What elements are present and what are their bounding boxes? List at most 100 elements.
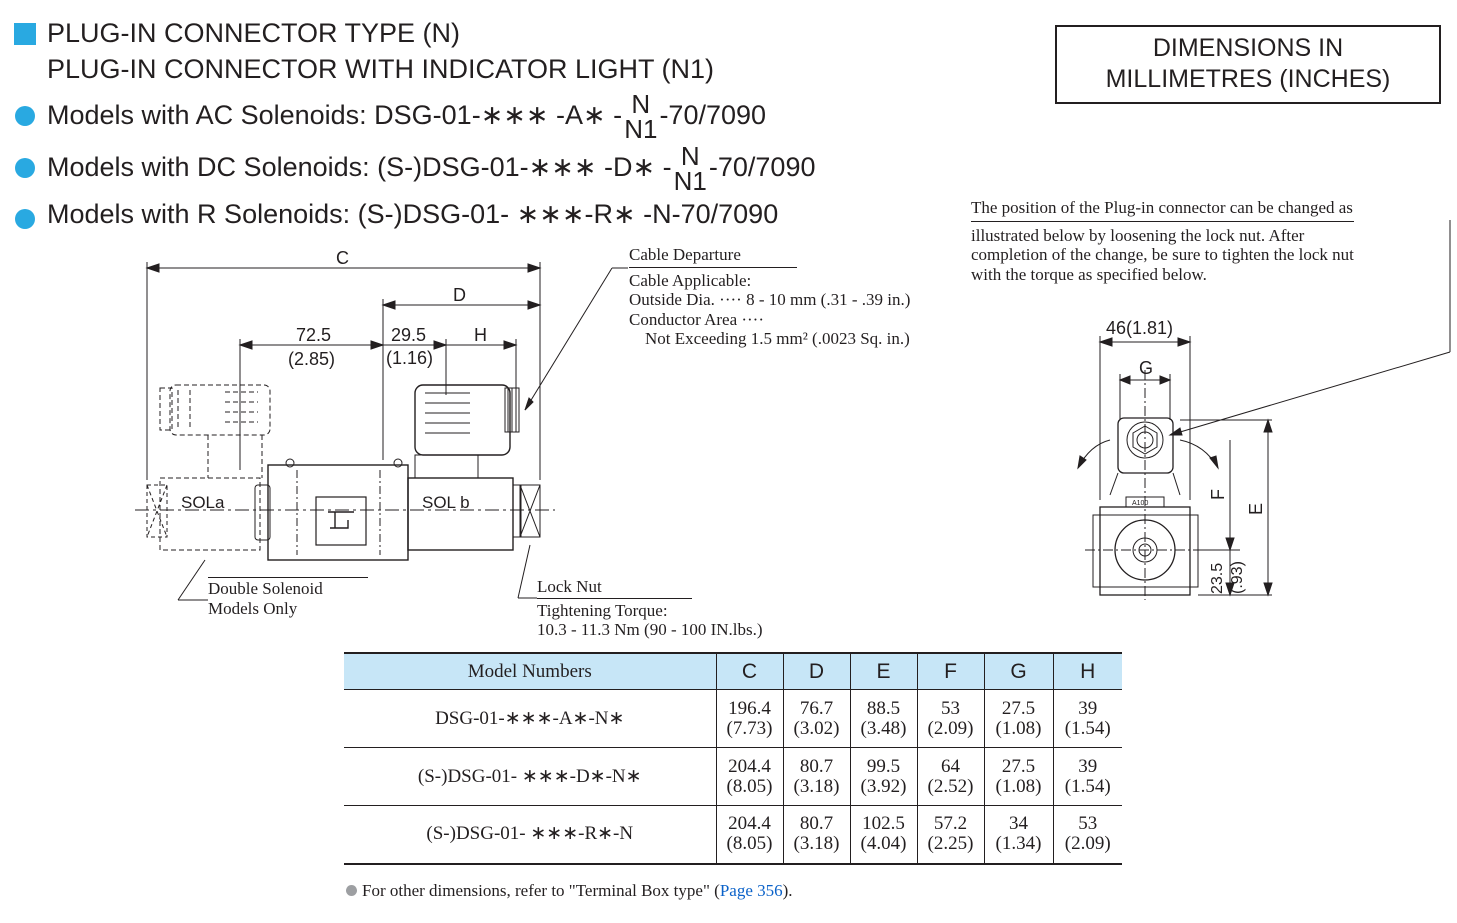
table-row: (S-)DSG-01- ∗∗∗-D∗-N∗ 204.4(8.05) 80.7(3… xyxy=(344,747,1122,806)
value-cell: 80.7(3.18) xyxy=(782,747,850,806)
value-in: (3.48) xyxy=(860,717,907,739)
model-cell: (S-)DSG-01- ∗∗∗-D∗-N∗ xyxy=(417,765,642,787)
table-header-model: Model Numbers xyxy=(344,653,716,690)
cable-outside-dia: Outside Dia. ···· 8 - 10 mm (.31 - .39 i… xyxy=(629,290,911,310)
value-in: (8.05) xyxy=(726,775,773,797)
value-cell: 204.4(8.05) xyxy=(715,747,783,806)
page-356-link[interactable]: Page 356 xyxy=(719,881,783,900)
value-in: (8.05) xyxy=(726,833,773,855)
table-row: (S-)DSG-01- ∗∗∗-R∗-N 204.4(8.05) 80.7(3.… xyxy=(344,805,1122,864)
cable-conductor-area: Conductor Area ···· xyxy=(629,309,765,329)
value-in: (3.18) xyxy=(793,833,840,855)
value-mm: 27.5 xyxy=(1001,755,1036,777)
model-line-ac-suffix: -70/7090 xyxy=(659,99,767,130)
value-in: (2.09) xyxy=(927,717,974,739)
dimensions-box-line2: MILLIMETRES (INCHES) xyxy=(1105,65,1391,94)
dimensions-unit-box: DIMENSIONS IN MILLIMETRES (INCHES) xyxy=(1055,25,1441,104)
sol-b-label: SOL b xyxy=(422,493,470,512)
value-cell: 196.4(7.73) xyxy=(715,689,783,748)
value-mm: 196.4 xyxy=(728,697,771,719)
model-cell: DSG-01-∗∗∗-A∗-N∗ xyxy=(435,707,625,729)
bullet-dot-icon xyxy=(15,209,35,229)
value-in: (1.08) xyxy=(995,717,1042,739)
value-mm: 204.4 xyxy=(728,755,771,777)
position-note-line3: completion of the change, be sure to tig… xyxy=(971,245,1354,265)
dim-f-label: F xyxy=(1208,489,1228,500)
value-in: (2.09) xyxy=(1064,833,1111,855)
dim-725-label: 72.5 xyxy=(296,325,331,345)
value-cell: 53(2.09) xyxy=(916,689,984,748)
footer-note: For other dimensions, refer to "Terminal… xyxy=(346,881,793,901)
footer-bullet-icon xyxy=(346,885,357,896)
frac-top: N xyxy=(631,89,651,119)
value-cell: 76.7(3.02) xyxy=(782,689,850,748)
value-mm: 27.5 xyxy=(1001,697,1036,719)
value-cell: 102.5(4.04) xyxy=(849,805,917,864)
value-in: (2.52) xyxy=(927,775,974,797)
model-line-dc: Models with DC Solenoids: (S-)DSG-01-∗∗∗… xyxy=(47,141,816,196)
frac-bottom: N1 xyxy=(624,113,658,144)
value-in: (1.54) xyxy=(1064,717,1111,739)
value-cell: 27.5(1.08) xyxy=(983,747,1053,806)
double-solenoid-note: Double Solenoid Models Only xyxy=(208,577,368,618)
lock-nut-label: Lock Nut xyxy=(537,577,692,599)
value-cell: 39(1.54) xyxy=(1052,747,1122,806)
cable-not-exceeding: Not Exceeding 1.5 mm² (.0023 Sq. in.) xyxy=(645,329,910,349)
cable-applicable-label: Cable Applicable: xyxy=(629,270,752,290)
value-mm: 80.7 xyxy=(799,755,834,777)
double-solenoid-line1: Double Solenoid xyxy=(208,577,368,599)
tightening-torque-label: Tightening Torque: xyxy=(537,600,668,620)
section-title-line2: PLUG-IN CONNECTOR WITH INDICATOR LIGHT (… xyxy=(47,54,715,84)
value-mm: 57.2 xyxy=(933,813,968,835)
tightening-torque-value: 10.3 - 11.3 Nm (90 - 100 IN.lbs.) xyxy=(537,620,763,640)
value-cell: 88.5(3.48) xyxy=(849,689,917,748)
table-header-g: G xyxy=(983,653,1053,690)
value-mm: 53 xyxy=(1078,813,1098,835)
value-cell: 80.7(3.18) xyxy=(782,805,850,864)
position-note-line2: illustrated below by loosening the lock … xyxy=(971,225,1305,245)
model-line-ac-label: Models with AC Solenoids: DSG-01-∗∗∗ -A∗… xyxy=(47,99,623,130)
value-mm: 88.5 xyxy=(866,697,901,719)
value-cell: 204.4(8.05) xyxy=(715,805,783,864)
dim-285-label: (2.85) xyxy=(288,349,335,369)
dim-116-label: (1.16) xyxy=(386,348,433,368)
dim-46-label: 46(1.81) xyxy=(1106,318,1173,338)
table-header-e: E xyxy=(849,653,917,690)
dim-e-label: E xyxy=(1246,503,1266,515)
model-line-dc-suffix: -70/7090 xyxy=(708,151,816,182)
value-in: (3.92) xyxy=(860,775,907,797)
dimensions-table: Model Numbers C D E F G H DSG-01-∗∗∗-A∗-… xyxy=(344,652,1122,865)
table-row: DSG-01-∗∗∗-A∗-N∗ 196.4(7.73) 76.7(3.02) … xyxy=(344,689,1122,748)
value-cell: 57.2(2.25) xyxy=(916,805,984,864)
value-mm: 99.5 xyxy=(866,755,901,777)
table-header-d: D xyxy=(782,653,850,690)
value-mm: 102.5 xyxy=(862,813,905,835)
bullet-dot-icon xyxy=(15,106,35,126)
frac-top: N xyxy=(680,141,700,171)
dim-093-label: (.93) xyxy=(1229,561,1246,594)
frac-bottom: N1 xyxy=(673,165,707,196)
dim-235-label: 23.5 xyxy=(1209,563,1226,594)
value-cell: 64(2.52) xyxy=(916,747,984,806)
value-cell: 39(1.54) xyxy=(1052,689,1122,748)
model-cell: (S-)DSG-01- ∗∗∗-R∗-N xyxy=(426,823,634,845)
value-in: (3.02) xyxy=(793,717,840,739)
dim-d-label: D xyxy=(453,285,466,305)
value-in: (7.73) xyxy=(726,717,773,739)
cable-departure-label: Cable Departure xyxy=(629,245,797,268)
value-cell: 99.5(3.92) xyxy=(849,747,917,806)
position-note-line4: with the torque as specified below. xyxy=(971,264,1207,284)
value-mm: 34 xyxy=(1009,813,1028,835)
model-line-r: Models with R Solenoids: (S-)DSG-01- ∗∗∗… xyxy=(47,199,779,229)
table-header-c: C xyxy=(715,653,783,690)
position-note-line1: The position of the Plug-in connector ca… xyxy=(971,198,1354,222)
bullet-dot-icon xyxy=(15,158,35,178)
section-title-line1: PLUG-IN CONNECTOR TYPE (N) xyxy=(47,18,461,48)
value-mm: 53 xyxy=(941,697,960,719)
table-header-row: Model Numbers C D E F G H xyxy=(344,653,1122,690)
dim-h-label: H xyxy=(474,325,487,345)
value-cell: 34(1.34) xyxy=(983,805,1053,864)
